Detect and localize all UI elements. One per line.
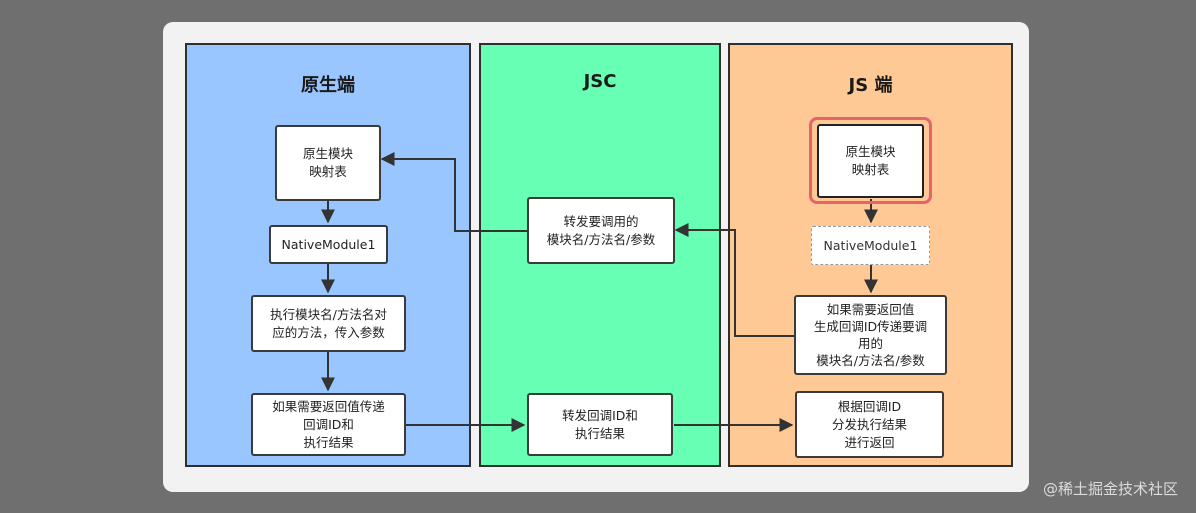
arrow-jsc-to-native-map [380,152,527,232]
native-column-title: 原生端 [301,75,355,96]
js-native-module-box: NativeModule1 [811,226,930,265]
arrow-js-to-jsc-call [674,223,794,337]
js-module-map-highlight [809,117,932,204]
jsc-column-title: JSC [583,71,617,92]
jsc-forward-callback-box: 转发回调ID和 执行结果 [527,393,673,456]
native-execute-box: 执行模块名/方法名对 应的方法，传入参数 [251,295,406,352]
js-column-title: JS 端 [848,75,893,96]
js-dispatch-result-box: 根据回调ID 分发执行结果 进行返回 [795,391,944,458]
native-module-box: NativeModule1 [269,225,388,264]
js-generate-callback-box: 如果需要返回值 生成回调ID传递要调 用的 模块名/方法名/参数 [794,295,947,375]
jsc-forward-call-box: 转发要调用的 模块名/方法名/参数 [527,197,675,264]
native-return-box: 如果需要返回值传递 回调ID和 执行结果 [251,393,406,456]
native-module-map-box: 原生模块 映射表 [275,125,381,201]
js-module-map-box: 原生模块 映射表 [817,124,924,198]
watermark: @稀土掘金技术社区 [1042,480,1178,498]
